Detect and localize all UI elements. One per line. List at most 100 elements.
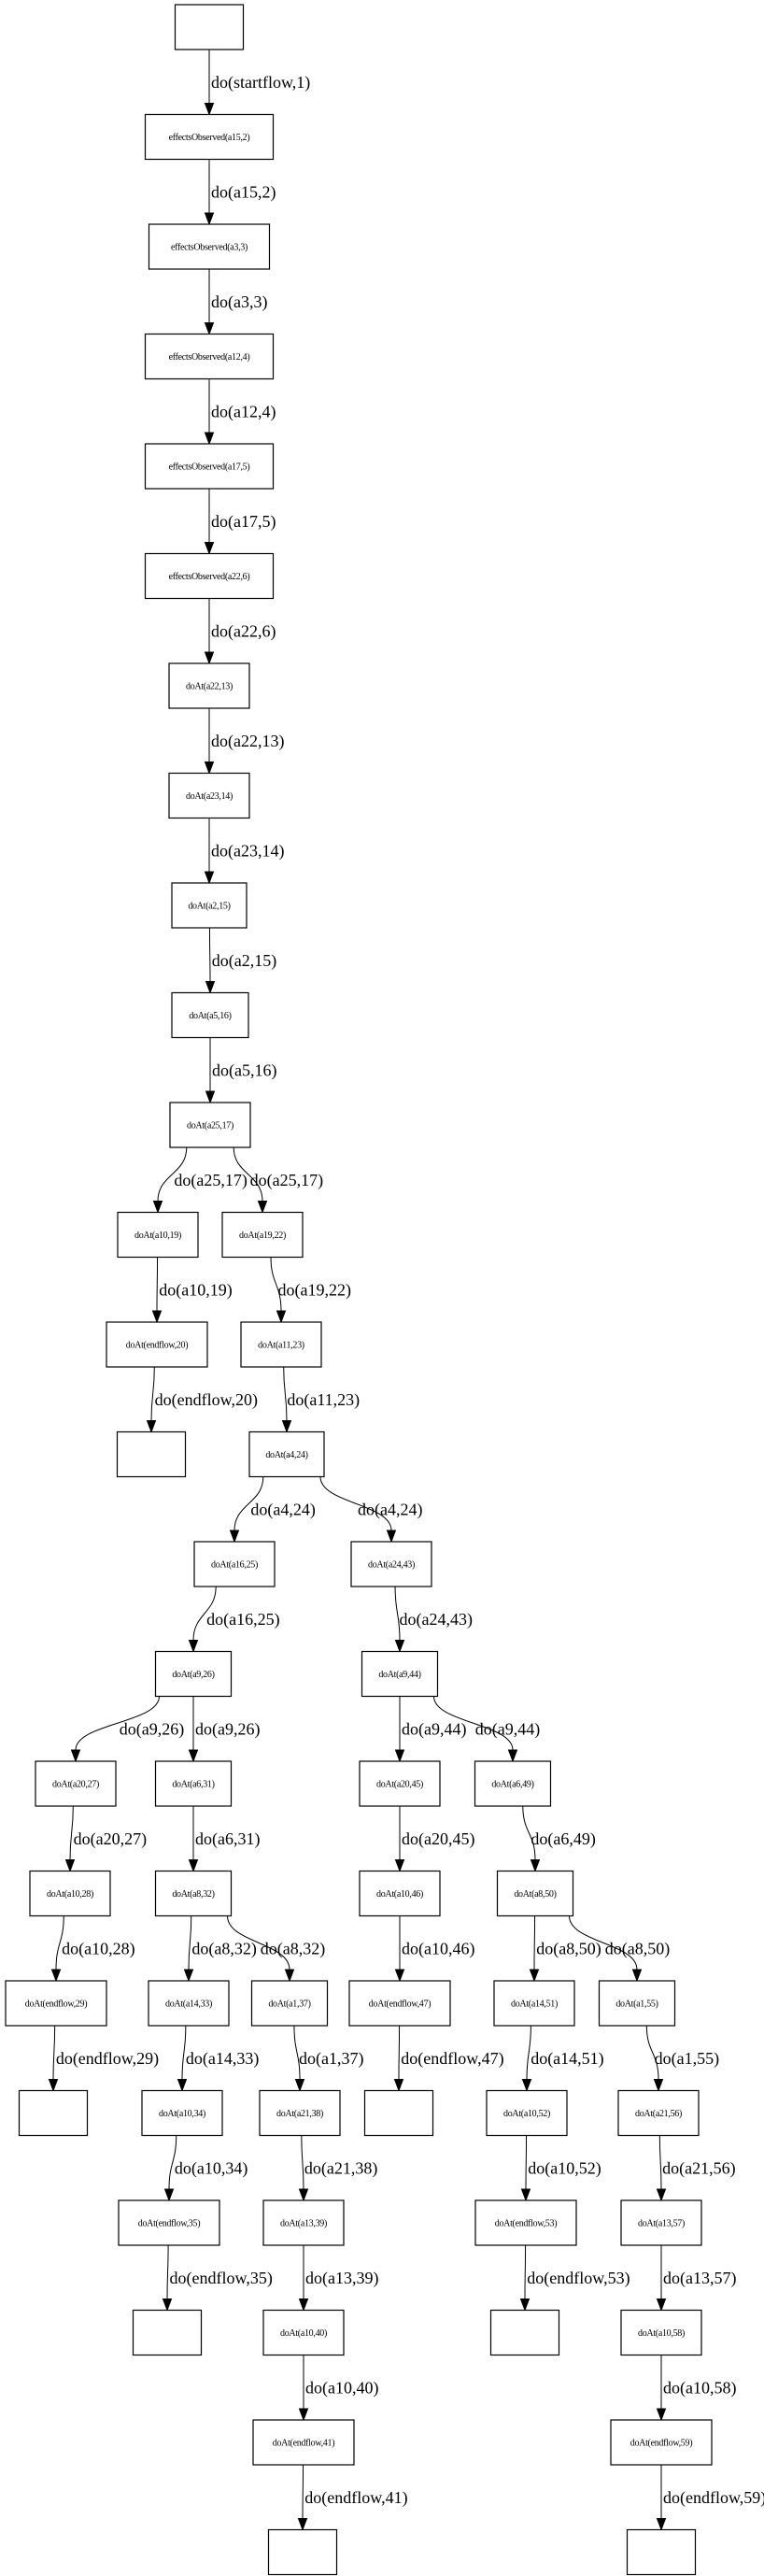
node-box — [154, 1870, 233, 1917]
node-label: doAt(a16,25) — [211, 1560, 258, 1571]
graph-node: doAt(a1,55) — [598, 1980, 676, 2027]
node-box — [361, 1650, 439, 1698]
edge-label: do(a22,6) — [211, 621, 276, 641]
graph-node: doAt(a10,52) — [486, 2089, 568, 2137]
graph-node: doAt(a8,50) — [496, 1870, 574, 1917]
node-label: doAt(a9,26) — [172, 1670, 214, 1680]
node-label: doAt(endflow,47) — [369, 2000, 431, 2010]
node-box — [493, 1980, 575, 2027]
node-box — [489, 2309, 560, 2356]
node-box — [193, 1541, 276, 1587]
node-label: doAt(a8,32) — [172, 1889, 214, 1900]
edge-line — [69, 1805, 74, 1860]
node-label: doAt(a10,40) — [280, 2328, 327, 2339]
node-label: effectsObserved(a17,5) — [169, 463, 250, 473]
node-label: doAt(a21,56) — [635, 2109, 682, 2119]
node-box — [174, 4, 245, 50]
edge-label: do(endflow,41) — [304, 2488, 407, 2508]
node-label: doAt(a10,34) — [159, 2109, 205, 2119]
graph-edge: do(a10,19) — [151, 1257, 233, 1324]
graph-edge: do(endflow,35) — [162, 2244, 273, 2312]
node-label: doAt(a4,24) — [265, 1450, 307, 1460]
arrowhead-icon — [204, 103, 215, 116]
edge-label: do(a14,33) — [186, 2049, 259, 2069]
graph-edge: do(endflow,41) — [297, 2464, 408, 2531]
graph-node: doAt(a8,32) — [154, 1870, 233, 1917]
arrowhead-icon — [394, 1859, 405, 1872]
node-box — [252, 2419, 355, 2466]
node-box — [144, 113, 275, 161]
arrowhead-icon — [394, 1969, 405, 1983]
edge-line — [270, 1257, 282, 1312]
arrowhead-icon — [656, 2408, 667, 2422]
arrowhead-icon — [520, 2188, 531, 2202]
arrowhead-icon — [386, 1530, 397, 1544]
edge-label: do(a9,44) — [475, 1719, 540, 1739]
node-box — [141, 2089, 223, 2137]
graph-node: doAt(a25,17) — [169, 1102, 251, 1148]
node-box — [250, 1980, 329, 2027]
edge-label: do(endflow,29) — [56, 2049, 159, 2069]
graph-edge: do(a8,50) — [529, 1915, 601, 1983]
arrowhead-icon — [188, 1640, 199, 1653]
node-box — [144, 443, 275, 490]
graph-edge: do(a16,25) — [188, 1586, 280, 1653]
graph-node: effectsObserved(a17,5) — [144, 443, 275, 490]
node-label: doAt(a20,27) — [52, 1780, 99, 1790]
node-box — [620, 2199, 702, 2246]
edge-label: do(a8,32) — [261, 1939, 325, 1958]
arrowhead-icon — [653, 2079, 664, 2092]
graph-edge: do(a25,17) — [152, 1146, 248, 1214]
node-label: doAt(a13,57) — [638, 2219, 685, 2229]
edge-line — [293, 2025, 301, 2080]
arrowhead-icon — [204, 322, 215, 335]
graph-node: doAt(a10,40) — [262, 2309, 345, 2356]
node-label: doAt(a14,51) — [511, 2000, 558, 2010]
graph-node: doAt(a19,22) — [221, 1211, 304, 1259]
graph-node: doAt(endflow,29) — [5, 1980, 107, 2027]
graph-node-empty — [267, 2528, 338, 2576]
edge-label: do(a16,25) — [206, 1610, 279, 1630]
edge-label: do(a10,40) — [305, 2378, 378, 2398]
node-label: doAt(a24,43) — [368, 1560, 415, 1571]
graph-edge: do(a21,38) — [298, 2135, 377, 2202]
node-box — [240, 1321, 322, 1368]
edge-label: do(a10,58) — [663, 2378, 736, 2398]
node-box — [262, 2199, 345, 2246]
node-label: doAt(a21,38) — [276, 2109, 323, 2119]
node-box — [29, 1870, 111, 1917]
node-box — [171, 991, 249, 1039]
node-box — [474, 2199, 577, 2246]
graph-edge: do(a1,55) — [645, 2025, 719, 2092]
node-label: effectsObserved(a12,4) — [169, 352, 250, 363]
node-box — [144, 333, 275, 380]
graph-node: effectsObserved(a15,2) — [144, 113, 275, 161]
node-box — [35, 1760, 117, 1807]
edge-label: do(endflow,53) — [527, 2269, 630, 2288]
edge-label: do(a8,32) — [191, 1939, 256, 1958]
arrowhead-icon — [297, 2518, 308, 2531]
graph-edge: do(a4,24) — [319, 1476, 422, 1544]
graph-edge: do(a6,49) — [522, 1805, 596, 1872]
node-box — [363, 2089, 434, 2137]
graph-node: doAt(a10,58) — [620, 2309, 702, 2356]
graph-edge: do(a9,44) — [433, 1696, 540, 1763]
graph-edge: do(a10,58) — [656, 2355, 736, 2422]
edge-label: do(a23,14) — [211, 841, 284, 861]
edge-label: do(a24,43) — [400, 1610, 473, 1630]
arrowhead-icon — [530, 1859, 541, 1872]
arrowhead-icon — [64, 1859, 76, 1872]
node-box — [117, 1211, 199, 1259]
edge-label: do(a11,23) — [287, 1390, 360, 1410]
graph-edge: do(a14,51) — [521, 2025, 604, 2092]
node-box — [169, 1102, 251, 1148]
arrowhead-icon — [294, 2079, 305, 2092]
node-box — [626, 2528, 697, 2576]
arrowhead-icon — [204, 212, 215, 226]
graph-edge: do(a14,33) — [177, 2025, 259, 2092]
graph-node-empty — [132, 2309, 203, 2356]
edge-label: do(endflow,35) — [170, 2269, 273, 2288]
edge-label: do(endflow,59) — [663, 2488, 764, 2508]
edge-label: do(endflow,20) — [155, 1390, 258, 1410]
arrowhead-icon — [163, 2188, 175, 2202]
